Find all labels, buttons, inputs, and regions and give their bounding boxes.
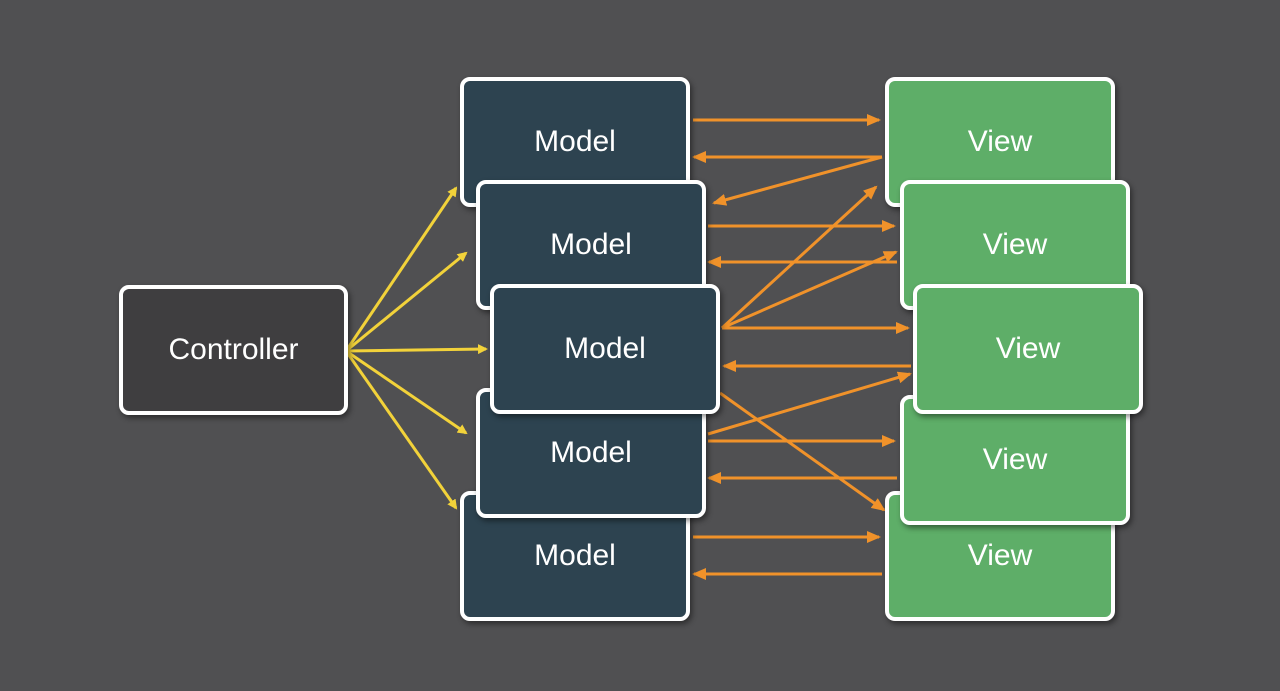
arrow-controller-to-model-4 xyxy=(345,349,468,435)
arrow-model-3-to-view-5 xyxy=(719,391,886,512)
arrow-view-1-to-model-2 xyxy=(712,155,883,206)
arrow-model-3-to-view-1 xyxy=(720,185,878,330)
arrow-controller-to-model-3 xyxy=(345,344,488,355)
model-label: Model xyxy=(534,539,616,572)
arrow-controller-to-model-5 xyxy=(344,350,458,510)
arrow-controller-to-model-1 xyxy=(344,186,458,352)
view-label: View xyxy=(982,228,1048,261)
view-label: View xyxy=(967,125,1033,158)
controller-arrows xyxy=(344,186,488,510)
model-box-3: Model xyxy=(490,284,720,414)
view-label: View xyxy=(967,539,1033,572)
model-label: Model xyxy=(534,125,616,158)
view-label: View xyxy=(995,332,1061,365)
arrow-controller-to-model-2 xyxy=(345,251,468,353)
arrow-model-3-to-view-2 xyxy=(721,250,898,330)
controller-label: Controller xyxy=(168,333,299,366)
model-label: Model xyxy=(564,332,646,365)
view-box-4: View xyxy=(900,395,1130,525)
controller-box: Controller xyxy=(119,285,348,415)
model-label: Model xyxy=(550,436,632,469)
arrow-model-4-to-view-3 xyxy=(707,371,912,436)
model-label: Model xyxy=(550,228,632,261)
view-box-3: View xyxy=(913,284,1143,414)
view-label: View xyxy=(982,443,1048,476)
model-view-arrows xyxy=(692,114,912,580)
